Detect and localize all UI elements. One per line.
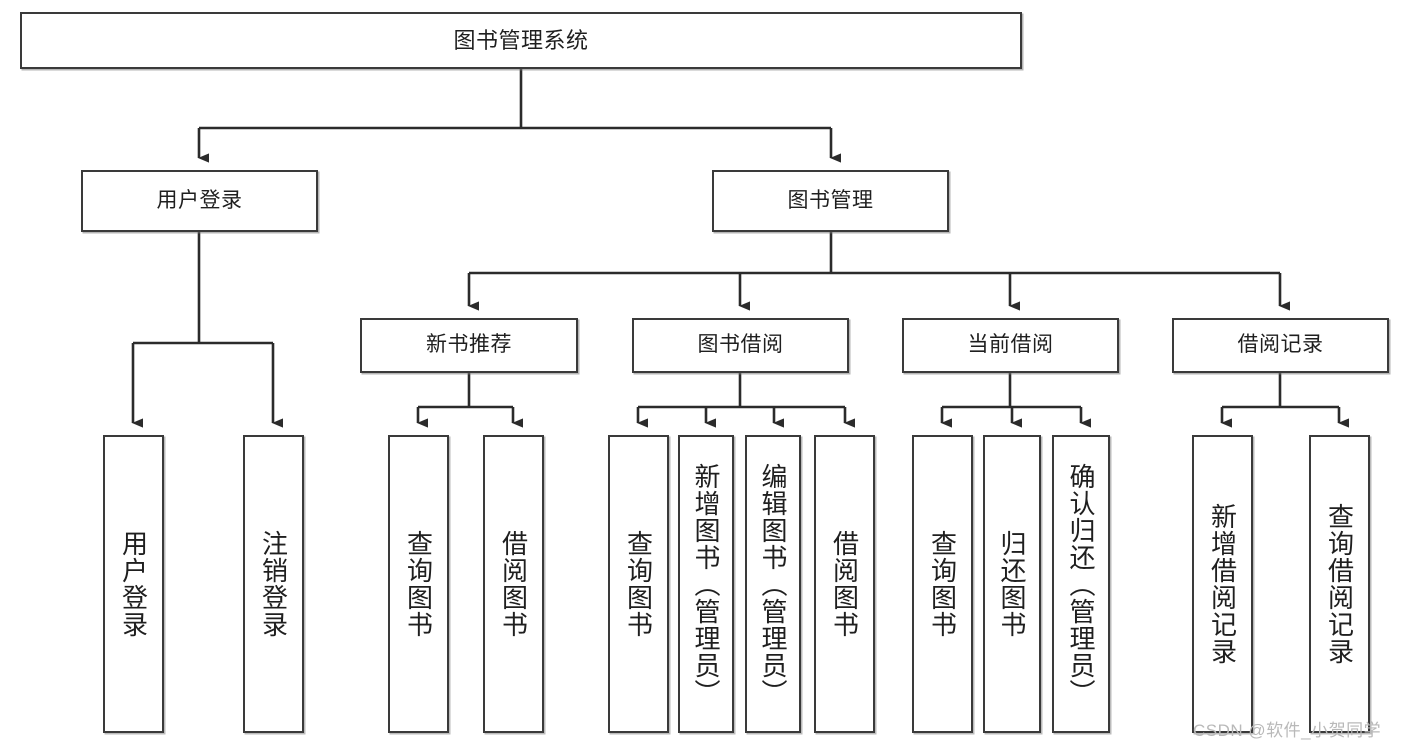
leaf-add-borrow-record[interactable]: 新增借阅记录 [1192, 435, 1253, 733]
node-label: 借阅记录 [1237, 333, 1324, 357]
leaf-return-books[interactable]: 归还图书 [983, 435, 1041, 733]
leaf-label: 确认归还（管理员） [1066, 462, 1097, 706]
node-borrowing-records[interactable]: 借阅记录 [1172, 318, 1389, 373]
leaf-label: 新增图书（管理员） [691, 462, 722, 706]
node-user-login[interactable]: 用户登录 [81, 170, 318, 232]
leaf-borrow-books[interactable]: 借阅图书 [814, 435, 875, 733]
leaf-label: 用户登录 [118, 530, 149, 638]
leaf-label: 借阅图书 [829, 530, 860, 638]
watermark-text: CSDN @软件_小贺同学 [1193, 721, 1382, 740]
leaf-label: 查询图书 [623, 530, 654, 638]
node-label: 图书管理 [787, 188, 874, 212]
node-new-book-recommendation[interactable]: 新书推荐 [360, 318, 578, 373]
node-book-management[interactable]: 图书管理 [712, 170, 949, 232]
leaf-label: 注销登录 [258, 530, 289, 638]
leaf-user-login[interactable]: 用户登录 [103, 435, 164, 733]
leaf-query-books-borrowing[interactable]: 查询图书 [608, 435, 669, 733]
node-label: 新书推荐 [426, 333, 512, 357]
leaf-query-books-current[interactable]: 查询图书 [912, 435, 973, 733]
node-book-borrowing[interactable]: 图书借阅 [632, 318, 849, 373]
leaf-label: 编辑图书（管理员） [758, 462, 789, 706]
leaf-label: 归还图书 [997, 530, 1028, 638]
node-current-borrowing[interactable]: 当前借阅 [902, 318, 1119, 373]
leaf-label: 查询图书 [927, 530, 958, 638]
leaf-query-books-recommendation[interactable]: 查询图书 [388, 435, 449, 733]
node-label: 图书借阅 [697, 333, 784, 357]
leaf-confirm-return-admin[interactable]: 确认归还（管理员） [1052, 435, 1110, 733]
leaf-label: 查询借阅记录 [1324, 503, 1355, 665]
leaf-add-book-admin[interactable]: 新增图书（管理员） [678, 435, 734, 733]
node-label: 用户登录 [156, 188, 243, 212]
node-root-book-management-system[interactable]: 图书管理系统 [20, 12, 1022, 69]
node-label: 当前借阅 [967, 333, 1054, 357]
leaf-label: 借阅图书 [498, 530, 529, 638]
node-label: 图书管理系统 [453, 27, 589, 53]
leaf-edit-book-admin[interactable]: 编辑图书（管理员） [745, 435, 801, 733]
leaf-label: 新增借阅记录 [1207, 503, 1238, 665]
leaf-logout[interactable]: 注销登录 [243, 435, 304, 733]
leaf-query-borrow-record[interactable]: 查询借阅记录 [1309, 435, 1370, 733]
leaf-borrow-books-recommendation[interactable]: 借阅图书 [483, 435, 544, 733]
leaf-label: 查询图书 [403, 530, 434, 638]
